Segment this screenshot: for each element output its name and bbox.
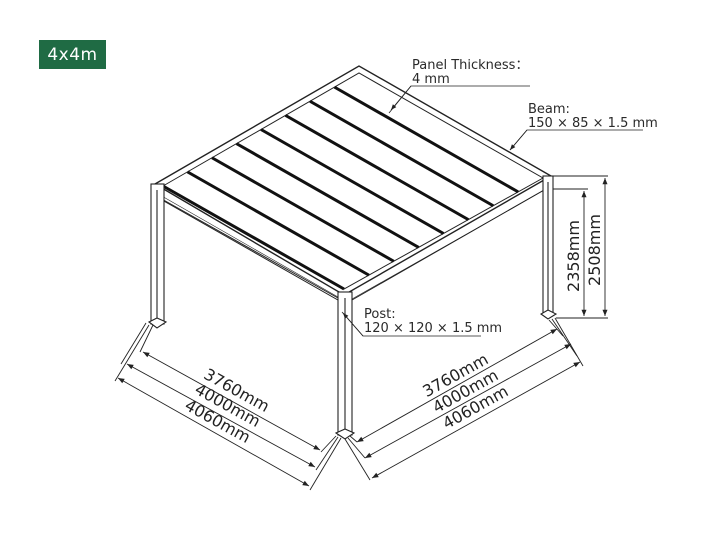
left-dimensions [114, 322, 342, 491]
post-right [539, 175, 558, 320]
roof-panel-seam [186, 170, 370, 277]
roof-panel-seam [284, 114, 470, 221]
panel-thickness-value: 4 mm [412, 72, 450, 87]
roof-panel-seam [211, 156, 395, 263]
roof-panel-seam [309, 99, 494, 208]
roof-panel-lines [162, 85, 519, 291]
post-front [334, 291, 356, 440]
roof-panel-seam [333, 85, 519, 194]
height-dimensions [553, 175, 608, 319]
roof-panel-seam [162, 184, 345, 291]
roof-panel-seam [235, 142, 420, 249]
beam-value: 150 × 85 × 1.5 mm [528, 116, 658, 131]
beam-callout-leader [509, 129, 643, 151]
panel-callout-leader [388, 85, 530, 114]
height-dim-2508: 2508mm [585, 214, 604, 286]
post-title: Post: [364, 307, 396, 322]
posts [147, 175, 558, 440]
right-dimensions [344, 317, 584, 481]
beam-left-underline [159, 197, 339, 299]
roof-panel-seam [260, 128, 445, 235]
post-callout-leader [341, 311, 481, 337]
post-value: 120 × 120 × 1.5 mm [364, 321, 502, 336]
height-dim-2358: 2358mm [564, 220, 583, 292]
beam-title: Beam: [528, 102, 570, 117]
post-left [147, 183, 168, 329]
size-badge: 4x4m [39, 40, 106, 69]
panel-thickness-title: Panel Thickness： [412, 58, 528, 73]
roof [153, 65, 553, 296]
